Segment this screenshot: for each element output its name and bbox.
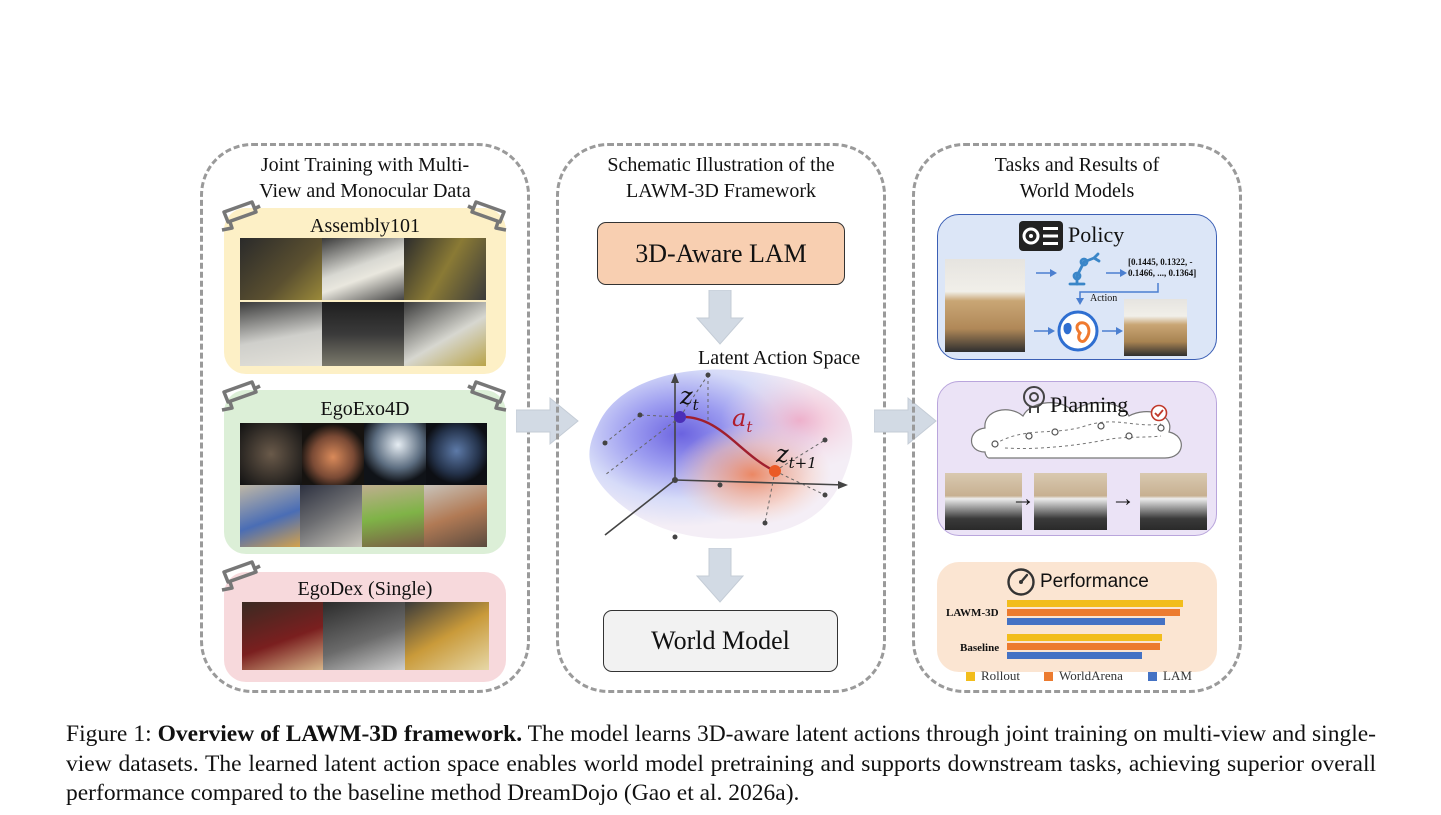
dataset-label: Assembly101 xyxy=(310,215,420,237)
a-t-symbol: a xyxy=(732,404,747,432)
legend-label: WorldArena xyxy=(1059,668,1123,683)
bar-lawm3d-worldarena xyxy=(1007,609,1180,616)
arrow-icon xyxy=(1034,327,1055,335)
assembly-thumb-6 xyxy=(404,302,486,366)
z-t-label: zt xyxy=(680,382,699,414)
flow-arrow-right xyxy=(874,396,937,446)
down-arrow xyxy=(696,290,744,345)
bar-baseline-rollout xyxy=(1007,634,1162,641)
planning-thumb-3 xyxy=(1140,473,1207,530)
assembly-thumb-5 xyxy=(322,302,404,366)
right-title-line1: Tasks and Results of xyxy=(994,154,1160,176)
caption-title: Overview of LAWM-3D framework. xyxy=(157,721,523,747)
legend-swatch xyxy=(1044,671,1053,681)
a-t-label: at xyxy=(732,404,752,436)
latent-space-illustration xyxy=(589,369,853,540)
planning-arrow: → xyxy=(1111,486,1135,512)
egodex-thumb-3 xyxy=(405,602,489,670)
z-t1-label: zt+1 xyxy=(776,440,817,472)
legend-lam: LAM xyxy=(1148,668,1192,684)
arrow-icon xyxy=(1102,327,1123,335)
bar-lawm3d-rollout xyxy=(1007,600,1184,607)
egodex-thumb-2 xyxy=(323,602,405,670)
latent-action-space-label: Latent Action Space xyxy=(698,347,861,369)
row-label-lawm3d: LAWM-3D xyxy=(946,607,999,619)
bar-lawm3d-lam xyxy=(1007,618,1166,625)
policy-thumb-result xyxy=(1124,299,1187,356)
left-panel-title: Joint Training with Multi- View and Mono… xyxy=(205,152,525,204)
planning-thumb-2 xyxy=(1034,473,1107,530)
camera-icon xyxy=(467,380,507,412)
caption-body: The model learns 3D-aware latent actions… xyxy=(66,721,1376,806)
egoexo-thumb-6 xyxy=(300,485,362,547)
egoexo-thumb-1 xyxy=(240,423,302,485)
policy-title: Policy xyxy=(1068,222,1125,247)
middle-title-line2: LAWM-3D Framework xyxy=(625,180,817,202)
lam-box: 3D-Aware LAM xyxy=(597,222,845,285)
right-panel xyxy=(912,143,1242,693)
assembly-thumb-2 xyxy=(322,238,404,300)
action-connector xyxy=(1076,283,1159,305)
legend-label: LAM xyxy=(1163,668,1192,683)
action-vector: [0.1445, 0.1322, - 0.1466, ..., 0.1364] xyxy=(1128,257,1196,279)
egodex-thumb-1 xyxy=(242,602,323,670)
action-vector-line1: [0.1445, 0.1322, - xyxy=(1128,257,1193,267)
arrow-icon xyxy=(1106,269,1127,277)
robot-arm-icon xyxy=(1068,252,1101,286)
dataset-label: EgoExo4D xyxy=(320,398,410,420)
z-t-subscript: t xyxy=(692,395,699,414)
dataset-label: EgoDex (Single) xyxy=(297,578,433,600)
camera-icon xyxy=(221,200,261,232)
egoexo-thumb-4 xyxy=(426,423,487,485)
egoexo-thumb-7 xyxy=(362,485,424,547)
bar-baseline-worldarena xyxy=(1007,643,1160,650)
legend-swatch xyxy=(1148,671,1157,681)
planning-arrow: → xyxy=(1011,486,1035,512)
egoexo-thumb-5 xyxy=(240,485,300,547)
middle-panel-title: Schematic Illustration of the LAWM-3D Fr… xyxy=(561,152,881,204)
egoexo-thumb-8 xyxy=(424,485,487,547)
arrow-icon xyxy=(1036,269,1057,277)
world-model-box: World Model xyxy=(603,610,838,672)
z-t1-subscript: t+1 xyxy=(788,453,817,472)
middle-title-line1: Schematic Illustration of the xyxy=(607,154,835,176)
action-label: Action xyxy=(1090,293,1118,304)
egoexo-thumb-2 xyxy=(302,423,364,485)
a-t-subscript: t xyxy=(746,417,753,436)
planning-thumb-1 xyxy=(945,473,1022,530)
right-title-line2: World Models xyxy=(1019,180,1135,202)
gauge-icon xyxy=(1007,568,1035,596)
caption-prefix: Figure 1: xyxy=(66,721,158,747)
egoexo-thumb-3 xyxy=(364,423,426,485)
flow-arrow-right xyxy=(516,396,579,446)
action-vector-line2: 0.1466, ..., 0.1364] xyxy=(1128,268,1197,278)
assembly-thumb-4 xyxy=(240,302,322,366)
legend-swatch xyxy=(966,671,975,681)
policy-icon xyxy=(1019,221,1063,251)
assembly-thumb-3 xyxy=(404,238,486,300)
legend-rollout: Rollout xyxy=(966,668,1020,684)
world-model-globe-icon xyxy=(1057,310,1099,352)
planning-title: Planning xyxy=(1050,392,1129,417)
planning-cloud xyxy=(970,402,1182,459)
row-label-baseline: Baseline xyxy=(960,642,1000,654)
bar-baseline-lam xyxy=(1007,652,1142,659)
z-t-symbol: z xyxy=(680,382,693,410)
legend-label: Rollout xyxy=(981,668,1021,683)
left-title-line1: Joint Training with Multi- xyxy=(260,154,470,176)
legend-worldarena: WorldArena xyxy=(1044,668,1123,684)
figure-caption: Figure 1: Overview of LAWM-3D framework.… xyxy=(66,720,1376,809)
planning-brain-icon xyxy=(1023,386,1045,413)
down-arrow xyxy=(696,548,744,603)
left-title-line2: View and Monocular Data xyxy=(259,180,471,202)
assembly-thumb-1 xyxy=(240,238,322,300)
camera-icon xyxy=(221,380,261,412)
check-icon xyxy=(1150,404,1168,422)
performance-title: Performance xyxy=(1040,571,1149,592)
z-t1-symbol: z xyxy=(776,440,789,468)
right-panel-title: Tasks and Results of World Models xyxy=(917,152,1237,204)
policy-thumb-start xyxy=(945,259,1025,352)
camera-icon xyxy=(221,560,261,592)
camera-icon xyxy=(467,200,507,232)
